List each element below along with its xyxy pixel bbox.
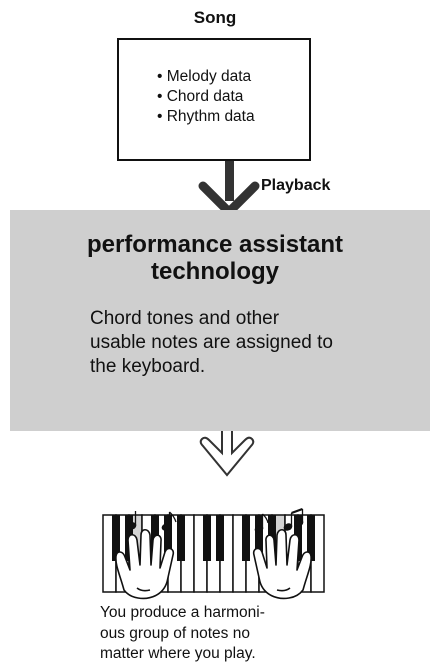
description-line-1: Chord tones and other	[90, 308, 280, 329]
black-key	[112, 515, 120, 561]
music-notes-icon	[127, 507, 304, 533]
left-hand-icon	[115, 528, 175, 600]
black-key	[255, 515, 263, 561]
song-data-box: • Melody data • Chord data • Rhythm data	[117, 38, 311, 161]
song-title: Song	[193, 8, 237, 27]
black-key	[177, 515, 185, 561]
right-hand-icon	[252, 528, 312, 600]
description-line-2: usable notes are assigned to	[90, 332, 333, 353]
description-line-3: the keyboard.	[90, 356, 206, 377]
black-key	[203, 515, 211, 561]
black-key	[216, 515, 224, 561]
song-item-melody: • Melody data	[157, 68, 252, 85]
playback-label: Playback	[261, 177, 331, 194]
panel-title-line-2: technology	[150, 258, 279, 285]
song-item-rhythm: • Rhythm data	[157, 108, 255, 125]
result-line-3: matter where you play.	[100, 645, 256, 662]
black-key	[242, 515, 250, 561]
result-line-1: You produce a harmoni-	[100, 604, 265, 621]
result-caption: You produce a harmoni- ous group of note…	[100, 603, 360, 665]
panel-title: performance assistant technology	[10, 231, 420, 285]
panel-title-line-1: performance assistant	[86, 231, 344, 258]
song-data-list: • Melody data • Chord data • Rhythm data	[157, 67, 255, 127]
result-line-2: ous group of notes no	[100, 624, 250, 642]
performance-assistant-panel: performance assistant technology Chord t…	[10, 210, 430, 431]
panel-description: Chord tones and other usable notes are a…	[90, 307, 390, 379]
black-key	[164, 515, 172, 561]
song-item-chord: • Chord data	[157, 88, 244, 105]
black-key	[307, 515, 315, 561]
